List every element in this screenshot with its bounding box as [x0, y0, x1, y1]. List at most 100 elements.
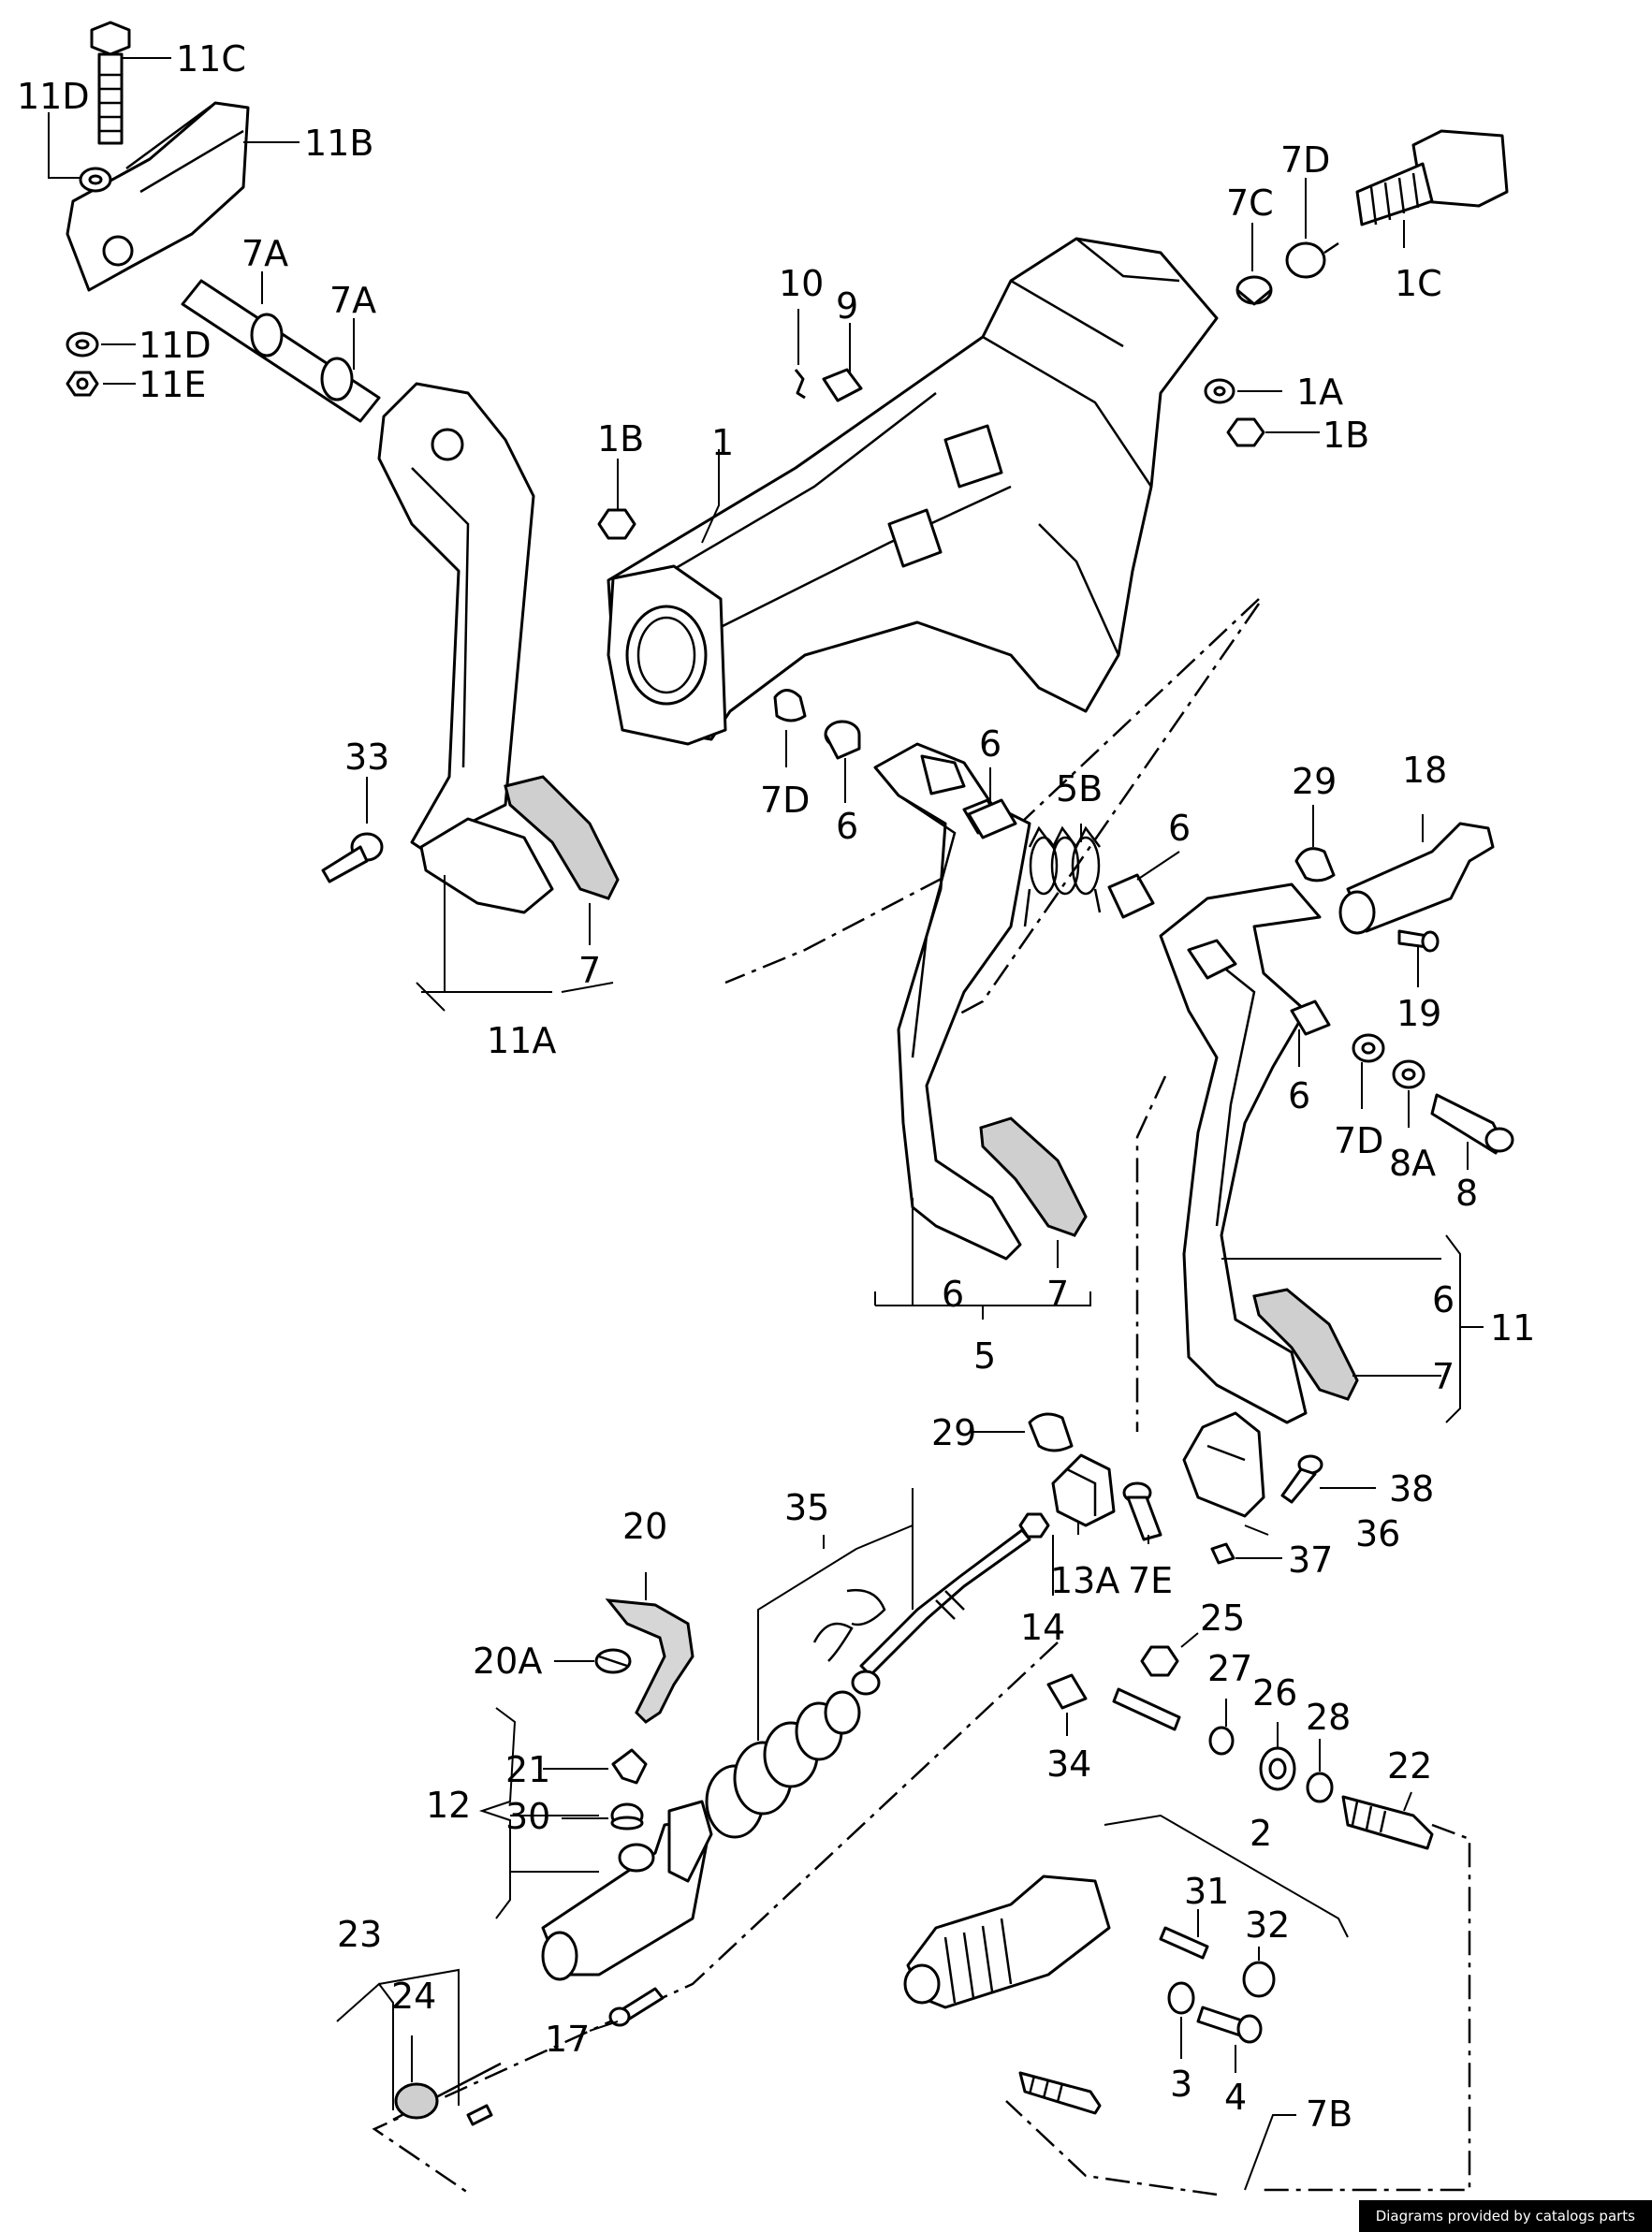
- label-7-left: 7: [578, 950, 601, 991]
- label-5b: 5B: [1056, 768, 1103, 810]
- washer-11d-top: [79, 167, 112, 193]
- bleeder-31: [1159, 1926, 1209, 1960]
- label-1b-right: 1B: [1323, 415, 1369, 456]
- clip-7d-mid: [773, 689, 807, 722]
- grommet-24: [394, 2082, 439, 2120]
- clip-10: [794, 369, 806, 400]
- label-17: 17: [545, 2019, 590, 2060]
- label-3: 3: [1170, 2064, 1192, 2105]
- spring-5b: [1023, 825, 1102, 927]
- nut-1b-left: [597, 508, 636, 540]
- callout-labels: 11C 11D 11B 7A 7A 11D 11E 10 9 1B 1 7D 7…: [17, 38, 1535, 2135]
- pin-19: [1397, 929, 1440, 953]
- label-28: 28: [1306, 1697, 1351, 1738]
- label-9: 9: [836, 285, 858, 327]
- bolt-4: [1196, 2006, 1263, 2044]
- label-5: 5: [973, 1335, 996, 1377]
- label-35: 35: [784, 1487, 829, 1528]
- clip-9: [822, 368, 863, 402]
- washer-28: [1306, 1772, 1334, 1803]
- label-22: 22: [1387, 1745, 1432, 1787]
- fork-13a: [1051, 1453, 1116, 1527]
- clip-29-low: [1028, 1412, 1074, 1452]
- label-10: 10: [779, 263, 824, 304]
- label-4: 4: [1224, 2077, 1247, 2118]
- label-8a: 8A: [1389, 1143, 1436, 1184]
- label-7a-right: 7A: [329, 280, 376, 321]
- label-18: 18: [1402, 750, 1447, 791]
- washer-1a: [1204, 378, 1235, 404]
- pushrod-14: [851, 1528, 1031, 1696]
- label-20: 20: [622, 1506, 667, 1547]
- label-6-d: 6: [1288, 1075, 1310, 1116]
- circlip-35: [812, 1588, 886, 1662]
- pedal-11: [1159, 883, 1322, 1424]
- label-7d-top: 7D: [1280, 139, 1330, 181]
- label-7c: 7C: [1226, 182, 1274, 224]
- label-7d-right: 7D: [1334, 1120, 1383, 1161]
- label-11b: 11B: [304, 123, 373, 164]
- bracket-36: [1182, 1411, 1265, 1518]
- label-7-right: 7: [1432, 1356, 1455, 1397]
- label-8: 8: [1455, 1173, 1478, 1214]
- label-29-low: 29: [931, 1412, 976, 1453]
- label-6-c: 6: [1168, 808, 1191, 849]
- label-33: 33: [344, 737, 389, 778]
- label-25: 25: [1200, 1597, 1245, 1639]
- label-38: 38: [1389, 1468, 1434, 1510]
- label-21: 21: [505, 1749, 550, 1790]
- clip-7d-right: [1352, 1033, 1385, 1063]
- label-1: 1: [711, 422, 734, 463]
- label-32: 32: [1245, 1904, 1290, 1946]
- label-11e: 11E: [139, 364, 206, 405]
- label-36: 36: [1355, 1513, 1400, 1554]
- bolt-38: [1280, 1454, 1323, 1504]
- boot-35: [705, 1690, 861, 1839]
- bush-6-d: [1290, 999, 1331, 1036]
- master-cylinder-12: [541, 1800, 713, 1981]
- label-24: 24: [391, 1976, 436, 2017]
- pipe-22: [1341, 1795, 1434, 1850]
- bracket-11b: [66, 101, 250, 292]
- label-29-top: 29: [1292, 761, 1337, 802]
- label-27: 27: [1207, 1648, 1252, 1689]
- label-7a-left: 7A: [241, 233, 288, 274]
- bleeder-27: [1112, 1687, 1235, 1756]
- bush-7c: [1235, 275, 1273, 306]
- label-19: 19: [1396, 993, 1441, 1034]
- label-7-mid: 7: [1046, 1274, 1069, 1315]
- label-11: 11: [1490, 1307, 1535, 1349]
- label-7d-mid: 7D: [760, 780, 810, 821]
- bolt-11c: [90, 21, 131, 145]
- switch-18: [1338, 822, 1495, 935]
- clamp-20a: [594, 1648, 632, 1674]
- nut-11e: [66, 371, 99, 397]
- label-30: 30: [505, 1796, 550, 1837]
- bush-6-a: [824, 720, 861, 760]
- label-2: 2: [1250, 1813, 1272, 1854]
- cap-30: [610, 1802, 644, 1831]
- label-20a: 20A: [473, 1641, 542, 1682]
- label-1c: 1C: [1395, 263, 1442, 304]
- bush-37: [1210, 1542, 1235, 1565]
- label-11d-top: 11D: [17, 76, 90, 117]
- bolt-33: [321, 832, 384, 883]
- connector-21: [611, 1748, 648, 1785]
- pedal-pad-7-mid: [979, 1116, 1088, 1237]
- label-6-e: 6: [942, 1274, 964, 1315]
- sensor-1c: [1355, 129, 1509, 226]
- pedal-pad-7-right: [1252, 1288, 1359, 1401]
- label-31: 31: [1184, 1871, 1229, 1912]
- pin-7e: [1122, 1481, 1162, 1541]
- label-37: 37: [1288, 1539, 1333, 1581]
- label-6-b: 6: [979, 723, 1001, 765]
- label-11c: 11C: [176, 38, 246, 80]
- label-1a: 1A: [1296, 372, 1343, 413]
- clip-7d-top: [1285, 241, 1339, 279]
- label-34: 34: [1046, 1743, 1091, 1785]
- washer-8a: [1392, 1059, 1425, 1089]
- label-7e: 7E: [1128, 1560, 1173, 1601]
- label-14: 14: [1020, 1607, 1065, 1648]
- label-11a: 11A: [487, 1020, 556, 1061]
